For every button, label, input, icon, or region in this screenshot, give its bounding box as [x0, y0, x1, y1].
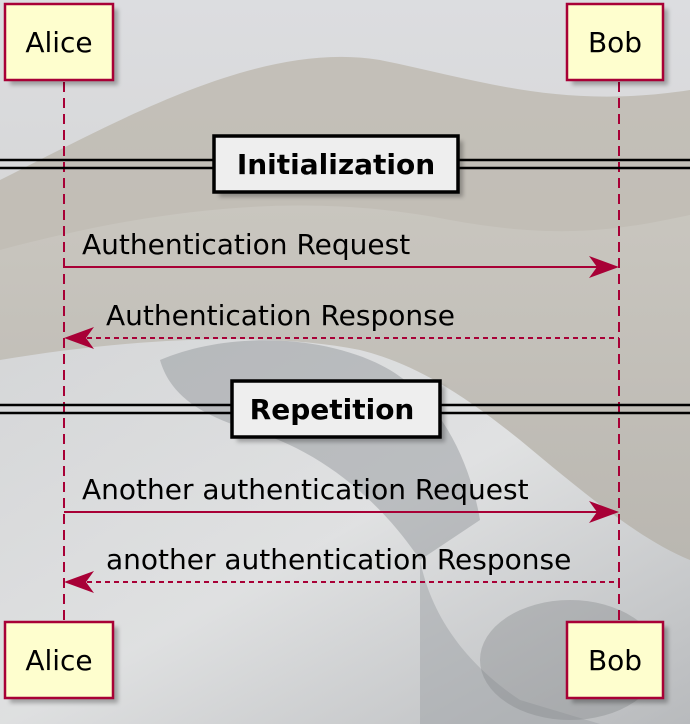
participant-alice-bottom-label: Alice	[25, 644, 92, 677]
message-auth-response-label: Authentication Response	[106, 299, 455, 332]
message-another-response-label: another authentication Response	[106, 543, 571, 576]
message-another-request: Another authentication Request	[64, 473, 619, 523]
participant-alice-label: Alice	[25, 26, 92, 59]
message-auth-request-label: Authentication Request	[82, 228, 410, 261]
message-auth-response: Authentication Response	[64, 299, 619, 349]
message-another-request-label: Another authentication Request	[82, 473, 529, 506]
message-auth-request: Authentication Request	[64, 228, 619, 278]
participant-bob-top[interactable]: Bob	[565, 2, 668, 85]
participant-alice-bottom[interactable]: Alice	[3, 620, 118, 703]
divider-initialization: Initialization	[0, 134, 690, 197]
participant-bob-bottom-label: Bob	[588, 644, 642, 677]
divider-initialization-label: Initialization	[237, 148, 435, 181]
participant-bob-label: Bob	[588, 26, 642, 59]
participant-alice-top[interactable]: Alice	[3, 2, 118, 85]
divider-repetition: Repetition	[0, 379, 690, 442]
participant-bob-bottom[interactable]: Bob	[565, 620, 668, 703]
message-another-response: another authentication Response	[64, 543, 619, 593]
divider-repetition-label: Repetition	[250, 393, 415, 426]
